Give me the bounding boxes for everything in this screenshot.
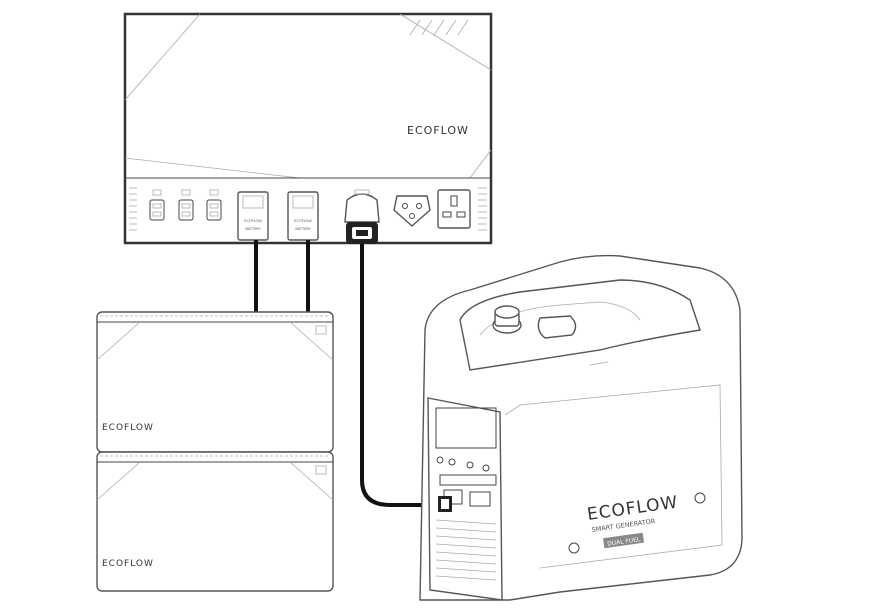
hub-port-3 [206,189,222,221]
hub-generator-port [344,189,380,244]
generator-control-panel [427,397,503,601]
hub-battery-port-2: ECOFLOW BATTERY [287,191,319,241]
generator-cable [360,244,448,507]
battery-1: ECOFLOW [96,311,334,453]
battery-port-1-sub: BATTERY [245,227,261,231]
hub-grill-right [478,187,487,231]
hub-port-2 [178,189,194,221]
smart-generator: ECOFLOW SMART GENERATOR DUAL FUEL [419,254,743,601]
battery-port-1-label: ECOFLOW [244,219,262,223]
hub-ac-input-port [393,195,431,227]
generator-plug [438,496,452,512]
hub-vents [409,19,469,36]
generator-badge-text: DUAL FUEL [607,536,642,548]
fuel-cap [492,305,522,334]
hub-ac-outlet [437,189,471,229]
battery-port-2-label: ECOFLOW [294,219,312,223]
hub-port-1 [149,189,165,221]
hub-brand-logo: ECOFLOW [407,124,469,137]
generator-badge: DUAL FUEL [603,532,645,549]
battery-2-brand: ECOFLOW [102,559,154,569]
battery-1-brand: ECOFLOW [102,423,154,433]
power-hub: ECOFLOW [123,12,493,245]
battery-port-2-sub: BATTERY [295,227,311,231]
battery-2: ECOFLOW [96,451,334,592]
hub-battery-port-1: ECOFLOW BATTERY [237,191,269,241]
generator-vents [435,519,497,581]
cables [254,240,448,507]
hub-grill-left [129,187,137,231]
